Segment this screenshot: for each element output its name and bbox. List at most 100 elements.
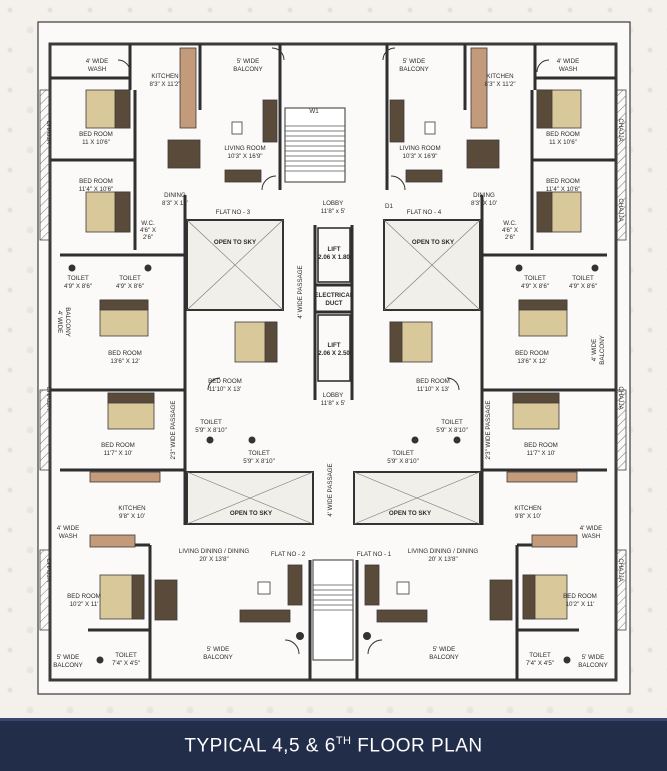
flat-4-balcony-top-line-1: 5' WIDE	[403, 58, 426, 65]
flat-2-toilet-3-title: TOILET	[115, 652, 137, 659]
furniture	[85, 47, 582, 623]
flat-4-dining-title: DINING	[473, 192, 495, 199]
flat-2-toilet-1-title: TOILET	[200, 419, 222, 426]
flat-4-wc-line-1: W.C.	[503, 220, 517, 227]
lower-passage-steps	[312, 559, 354, 661]
flat-1-balcony-2-line-1: 5' WIDE	[433, 646, 456, 653]
flat-4-toilet-2-size: 4'9" X 8'6"	[569, 283, 597, 290]
flat-2-balcony-1-line-1: 5' WIDE	[57, 654, 80, 661]
flat-2-bed-2-size: 10'2" X 11'	[70, 601, 99, 608]
flat-4-bed-1-title: BED ROOM	[546, 131, 580, 138]
flat-3-labels: FLAT NO - 3 4' WIDE WASH KITCHEN 8'3" X …	[45, 58, 266, 393]
flat-3-bed-3-size: 13'6" X 12'	[110, 358, 139, 365]
flat-4-bed-3-size: 13'6" X 12'	[517, 358, 546, 365]
flat-1-toilet-1-title: TOILET	[441, 419, 463, 426]
open-to-sky-crosses	[186, 219, 481, 525]
flat-4-bed-2-size: 11'4" X 10'6"	[546, 186, 581, 193]
lift-2-size: 2.06 X 2.50	[318, 350, 350, 357]
flat-4-toilet-1-title: TOILET	[524, 275, 546, 282]
footer-banner: TYPICAL 4,5 & 6TH FLOOR PLAN	[0, 718, 667, 771]
flat-1-toilet-1-size: 5'9" X 8'10"	[436, 427, 468, 434]
flat-3-bed-2-title: BED ROOM	[79, 178, 113, 185]
flat-2-toilet-2-size: 5'9" X 8'10"	[243, 458, 275, 465]
flat-1-chajja-2: CHAJJA	[617, 558, 624, 582]
lobby-bottom-title: LOBBY	[323, 392, 344, 399]
flat-1-toilet-2-title: TOILET	[392, 450, 414, 457]
flat-4-bed-4-title: BED ROOM	[416, 378, 450, 385]
flat-3-toilet-2-title: TOILET	[119, 275, 141, 282]
flat-3-balcony-side-line-1: 4' WIDE	[56, 311, 63, 334]
flat-3-bed-1-size: 11 X 10'6"	[82, 139, 110, 146]
flat-2-toilet-1-size: 5'9" X 8'10"	[195, 427, 227, 434]
flat-1-balcony-2-line-2: BALCONY	[429, 654, 459, 661]
flat-4-toilet-2-title: TOILET	[572, 275, 594, 282]
flat-4-chajja-2: CHAJJA	[617, 198, 624, 222]
flat-4-bed-1-size: 11 X 10'6"	[549, 139, 577, 146]
flat-4-toilet-1-size: 4'9" X 8'6"	[521, 283, 549, 290]
flat-1-passage: 2'3" WIDE PASSAGE	[485, 401, 492, 460]
flat-1-living-title: LIVING DINING / DINING	[408, 548, 479, 555]
flat-2-bed-1-size: 11'7" X 10'	[104, 450, 133, 457]
flat-3-balcony-top-line-1: 5' WIDE	[237, 58, 260, 65]
flat-2-living-size: 20' X 13'8"	[199, 556, 228, 563]
flat-3-bed-4-size: 11'10" X 13'	[209, 386, 241, 393]
flat-2-passage: 2'3" WIDE PASSAGE	[170, 401, 177, 460]
flat-1-kitchen-title: KITCHEN	[514, 505, 541, 512]
flat-1-chajja-1: CHAJJA	[617, 386, 624, 410]
flat-2-chajja-1: CHAJJA	[45, 386, 52, 410]
flat-3-wc-line-2: 4'6" X	[140, 227, 156, 234]
flat-1-toilet-3-size: 7'4" X 4'5"	[526, 660, 554, 667]
flat-1-wash-line-1: 4' WIDE	[580, 525, 603, 532]
flat-4-living-title: LIVING ROOM	[399, 145, 440, 152]
flat-2-kitchen-size: 9'8" X 10'	[119, 513, 145, 520]
open-to-sky-nw-label: OPEN TO SKY	[214, 239, 257, 246]
flat-1-bed-1-title: BED ROOM	[524, 442, 558, 449]
flat-2-toilet-2-title: TOILET	[248, 450, 270, 457]
flat-3-kitchen-size: 8'3" X 11'2"	[149, 81, 180, 88]
floor-plan-title-suffix: FLOOR PLAN	[351, 735, 483, 757]
flat-1-labels: FLAT NO - 1 CHAJJA CHAJJA BED ROOM 11'7"…	[357, 386, 624, 669]
core-labels: W1 D1 LOBBY 11'8" x 5' LIFT 2.06 X 1.80 …	[214, 108, 455, 517]
flat-4-wash-line-1: 4' WIDE	[557, 58, 580, 65]
flat-3-toilet-1-title: TOILET	[67, 275, 89, 282]
flat-3-bed-2-size: 11'4" X 10'6"	[79, 186, 114, 193]
floor-plan-title: TYPICAL 4,5 & 6TH FLOOR PLAN	[184, 735, 482, 757]
electrical-duct-line-2: DUCT	[325, 300, 342, 307]
flat-4-dining-size: 8'3" X 10'	[471, 200, 497, 207]
open-to-sky-ne-label: OPEN TO SKY	[412, 239, 455, 246]
flat-4-bed-3-title: BED ROOM	[515, 350, 549, 357]
flat-2-bed-1-title: BED ROOM	[101, 442, 135, 449]
flat-2-wash-line-1: 4' WIDE	[57, 525, 80, 532]
flat-4-balcony-top-line-2: BALCONY	[399, 66, 429, 73]
flat-3-bed-4-title: BED ROOM	[208, 378, 242, 385]
flat-2-wash-line-2: WASH	[59, 533, 77, 540]
flat-1-bed-1-size: 11'7" X 10'	[527, 450, 556, 457]
flat-1-living-size: 20' X 13'8"	[428, 556, 457, 563]
flat-2-balcony-1-line-2: BALCONY	[53, 662, 83, 669]
lobby-bottom-size: 11'8" x 5'	[321, 400, 345, 407]
flat-3-toilet-2-size: 4'9" X 8'6"	[116, 283, 144, 290]
flat-3-living-title: LIVING ROOM	[224, 145, 265, 152]
door-label-d1: D1	[385, 203, 393, 210]
flat-2-chajja-2: CHAJJA	[45, 558, 52, 582]
flat-3-dining-title: DINING	[164, 192, 186, 199]
lift-2-title: LIFT	[327, 342, 340, 349]
flat-3-kitchen-title: KITCHEN	[151, 73, 178, 80]
flat-1-number: FLAT NO - 1	[357, 551, 392, 558]
flat-3-balcony-top-line-2: BALCONY	[233, 66, 263, 73]
flat-3-chajja: CHAJJA	[45, 120, 52, 144]
flat-2-toilet-3-size: 7'4" X 4'5"	[112, 660, 140, 667]
flat-1-kitchen-size: 9'8" X 10'	[515, 513, 541, 520]
passage-upper-label: 4' WIDE PASSAGE	[297, 265, 304, 318]
flat-4-kitchen-title: KITCHEN	[486, 73, 513, 80]
chajja-hatching	[39, 89, 627, 631]
flat-1-balcony-1-line-2: BALCONY	[578, 662, 608, 669]
flat-1-bed-2-size: 10'2" X 11'	[566, 601, 595, 608]
lift-shafts	[317, 227, 351, 382]
flat-3-number: FLAT NO - 3	[216, 209, 251, 216]
toilet-fixtures	[68, 264, 599, 664]
flat-4-kitchen-size: 8'3" X 11'2"	[484, 81, 515, 88]
flat-3-wc-line-3: 2'6"	[143, 234, 153, 241]
flat-1-toilet-2-size: 5'9" X 8'10"	[387, 458, 419, 465]
flat-4-chajja-1: CHAJJA	[617, 118, 624, 142]
